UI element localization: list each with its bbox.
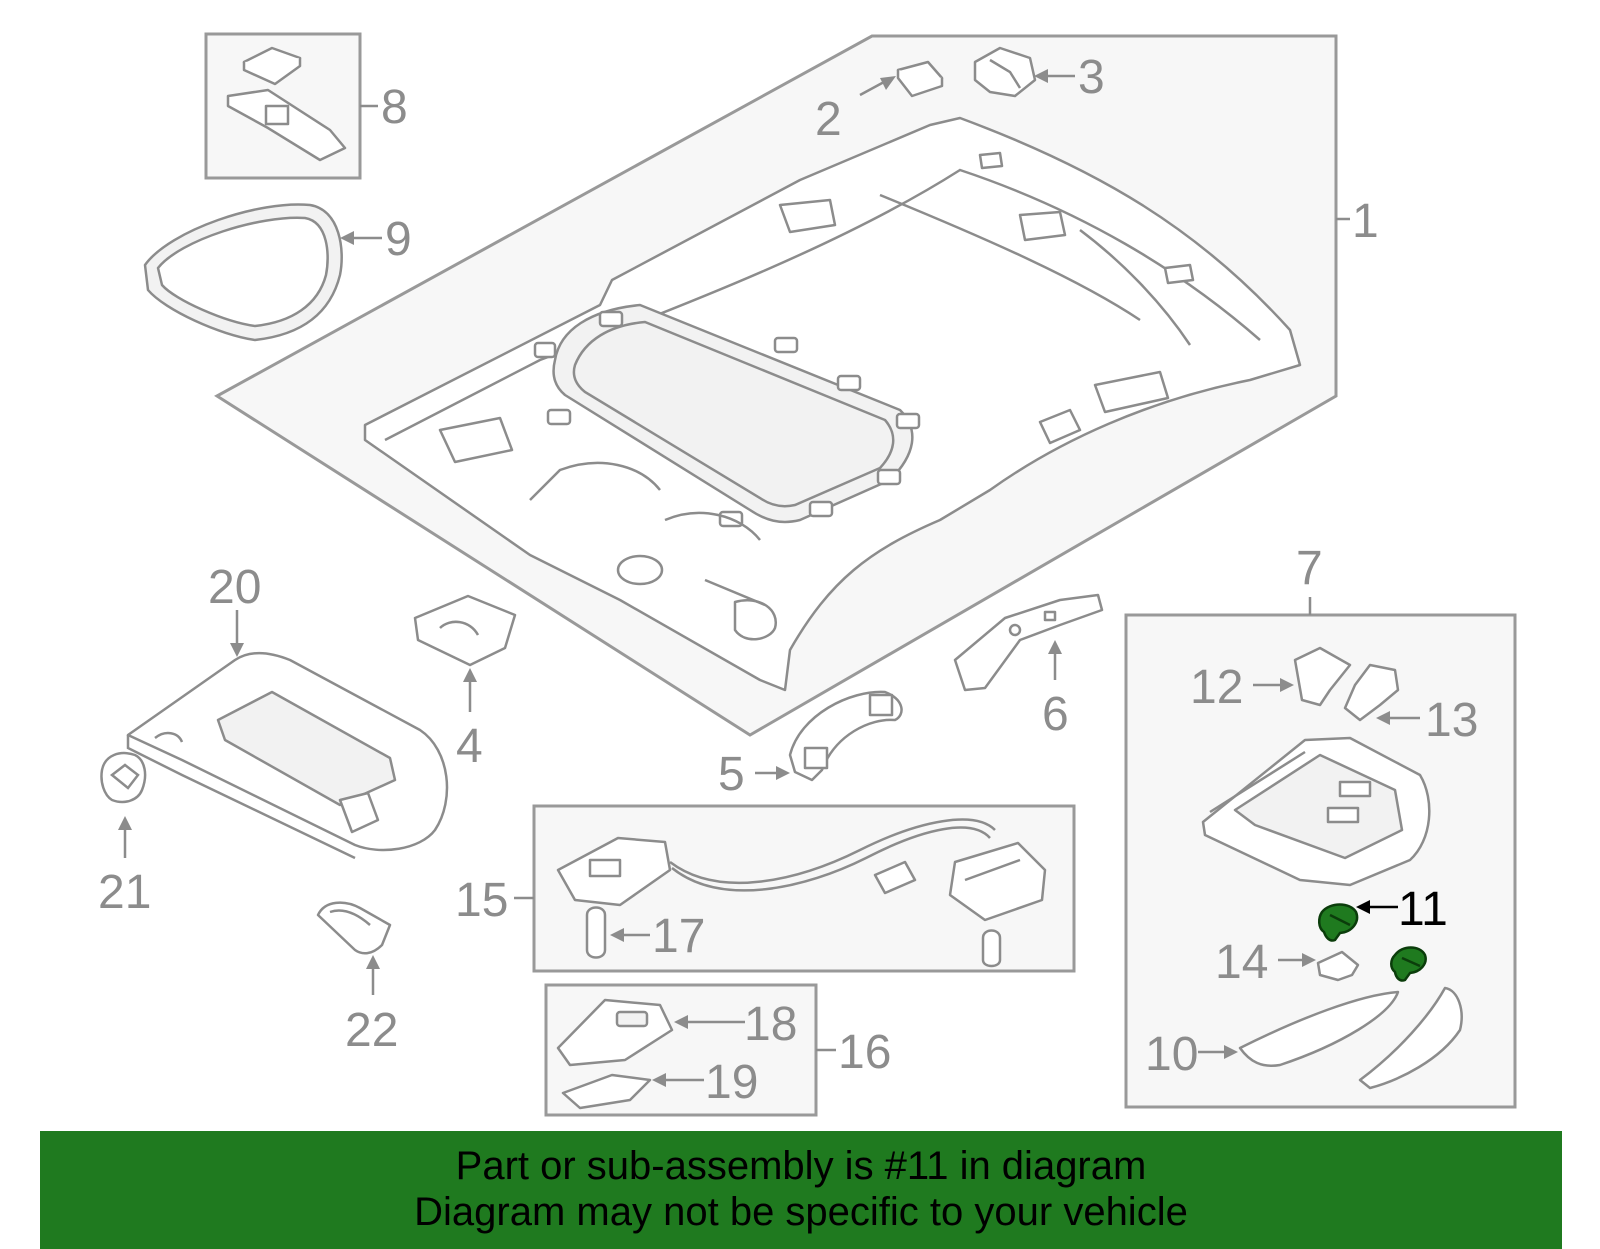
- callout-4-label: 4: [456, 720, 483, 773]
- callout-7-label: 7: [1296, 542, 1323, 595]
- part-17-bulb-2: [981, 929, 1002, 968]
- callout-10-label: 10: [1145, 1028, 1198, 1081]
- part-info-banner: Part or sub-assembly is #11 in diagram D…: [40, 1131, 1562, 1249]
- callout-9-arrowhead: [340, 231, 354, 245]
- callout-3-label: 3: [1078, 51, 1105, 104]
- headliner-pocket: [778, 198, 837, 234]
- banner-line-1: Part or sub-assembly is #11 in diagram: [455, 1144, 1147, 1188]
- headliner-pocket: [1093, 370, 1170, 414]
- callout-11-arrowhead: [1356, 900, 1370, 914]
- headliner-crease: [529, 461, 661, 501]
- callout-22-label: 22: [345, 1004, 398, 1057]
- part-8-bracket[interactable]: [226, 46, 347, 162]
- headliner-crease: [879, 193, 1141, 322]
- clip-pad: [895, 412, 921, 430]
- headliner-pocket: [1163, 263, 1195, 285]
- headliner-pocket: [1018, 210, 1067, 242]
- part-14-clip[interactable]: [1316, 950, 1360, 982]
- clip-pad: [876, 468, 902, 486]
- callout-9-label: 9: [385, 213, 412, 266]
- part-4-bracket[interactable]: [413, 594, 517, 667]
- part-12-bracket[interactable]: [1293, 646, 1352, 707]
- callout-17-label: 17: [652, 910, 705, 963]
- headliner-crease: [664, 511, 761, 541]
- headliner-pocket: [978, 151, 1004, 170]
- parts-diagram: 1 2 3 8 9 4 5: [98, 32, 1517, 1117]
- callout-18-arrowhead: [674, 1015, 688, 1029]
- part-2-pad[interactable]: [896, 60, 944, 98]
- clip-pad: [598, 310, 624, 328]
- callout-19-label: 19: [705, 1056, 758, 1109]
- headliner-crease: [1079, 229, 1192, 346]
- callout-20-arrowhead: [230, 643, 244, 657]
- headliner-group[interactable]: [214, 34, 1338, 737]
- clip-pad: [533, 341, 557, 359]
- callout-15-label: 15: [455, 874, 508, 927]
- callout-14-label: 14: [1215, 936, 1268, 989]
- part-9-sunroof-seal[interactable]: [143, 203, 343, 342]
- part-13-bracket[interactable]: [1343, 663, 1400, 722]
- callout-21-arrowhead: [118, 816, 132, 830]
- headliner-crease: [704, 578, 766, 607]
- part-19-lens[interactable]: [561, 1073, 652, 1110]
- callout-5-arrowhead: [776, 766, 790, 780]
- callout-3-arrowhead: [1034, 69, 1048, 83]
- banner-line-2: Diagram may not be specific to your vehi…: [414, 1190, 1188, 1234]
- part-15-lamp-harness[interactable]: [556, 818, 1047, 922]
- callout-6-label: 6: [1042, 688, 1069, 741]
- callout-13-arrowhead: [1376, 711, 1390, 725]
- part-7-overhead-console[interactable]: [1201, 736, 1431, 887]
- callout-17-arrowhead: [610, 928, 624, 942]
- callout-12-arrowhead: [1280, 678, 1294, 692]
- callout-6-arrowhead: [1048, 640, 1062, 654]
- callout-22-arrowhead: [366, 955, 380, 969]
- part-22-cover[interactable]: [316, 901, 392, 955]
- part-11-screw[interactable]: [1318, 903, 1359, 942]
- callout-1-label: 1: [1352, 195, 1379, 248]
- callout-2-label: 2: [815, 93, 842, 146]
- part-21-visor-clip[interactable]: [100, 751, 147, 804]
- part-5-grab-handle[interactable]: [788, 690, 903, 782]
- headliner-pocket: [1038, 408, 1082, 445]
- part-20-sun-visor[interactable]: [126, 652, 449, 860]
- part-11-screw-2[interactable]: [1390, 946, 1427, 982]
- headliner-pocket: [438, 416, 514, 464]
- part-6-bracket[interactable]: [953, 593, 1104, 692]
- clip-pad: [546, 408, 572, 426]
- callout-10-arrowhead: [1224, 1045, 1238, 1059]
- part-10-trim-cover[interactable]: [1238, 986, 1463, 1090]
- sunroof-inner: [572, 320, 895, 508]
- headliner-pocket: [616, 554, 664, 586]
- callout-20-label: 20: [208, 561, 261, 614]
- callout-12-label: 12: [1190, 661, 1243, 714]
- callout-16-label: 16: [838, 1026, 891, 1079]
- part-3-clip[interactable]: [973, 46, 1037, 98]
- callout-5-label: 5: [718, 748, 745, 801]
- clip-pad: [836, 374, 862, 392]
- part-18-lamp-housing[interactable]: [556, 998, 674, 1067]
- callout-2-arrowhead: [880, 76, 896, 90]
- callout-4-arrowhead: [463, 668, 477, 682]
- clip-pad: [808, 500, 834, 518]
- callout-14-arrowhead: [1302, 953, 1316, 967]
- callout-21-label: 21: [98, 866, 151, 919]
- callout-8-label: 8: [381, 81, 408, 134]
- callout-2-leader: [859, 80, 885, 97]
- clip-pad: [773, 336, 799, 354]
- callout-13-label: 13: [1425, 694, 1478, 747]
- part-17-bulb[interactable]: [585, 906, 607, 959]
- callout-19-arrowhead: [652, 1073, 666, 1087]
- callout-11-label: 11: [1398, 883, 1448, 936]
- callout-18-label: 18: [744, 998, 797, 1051]
